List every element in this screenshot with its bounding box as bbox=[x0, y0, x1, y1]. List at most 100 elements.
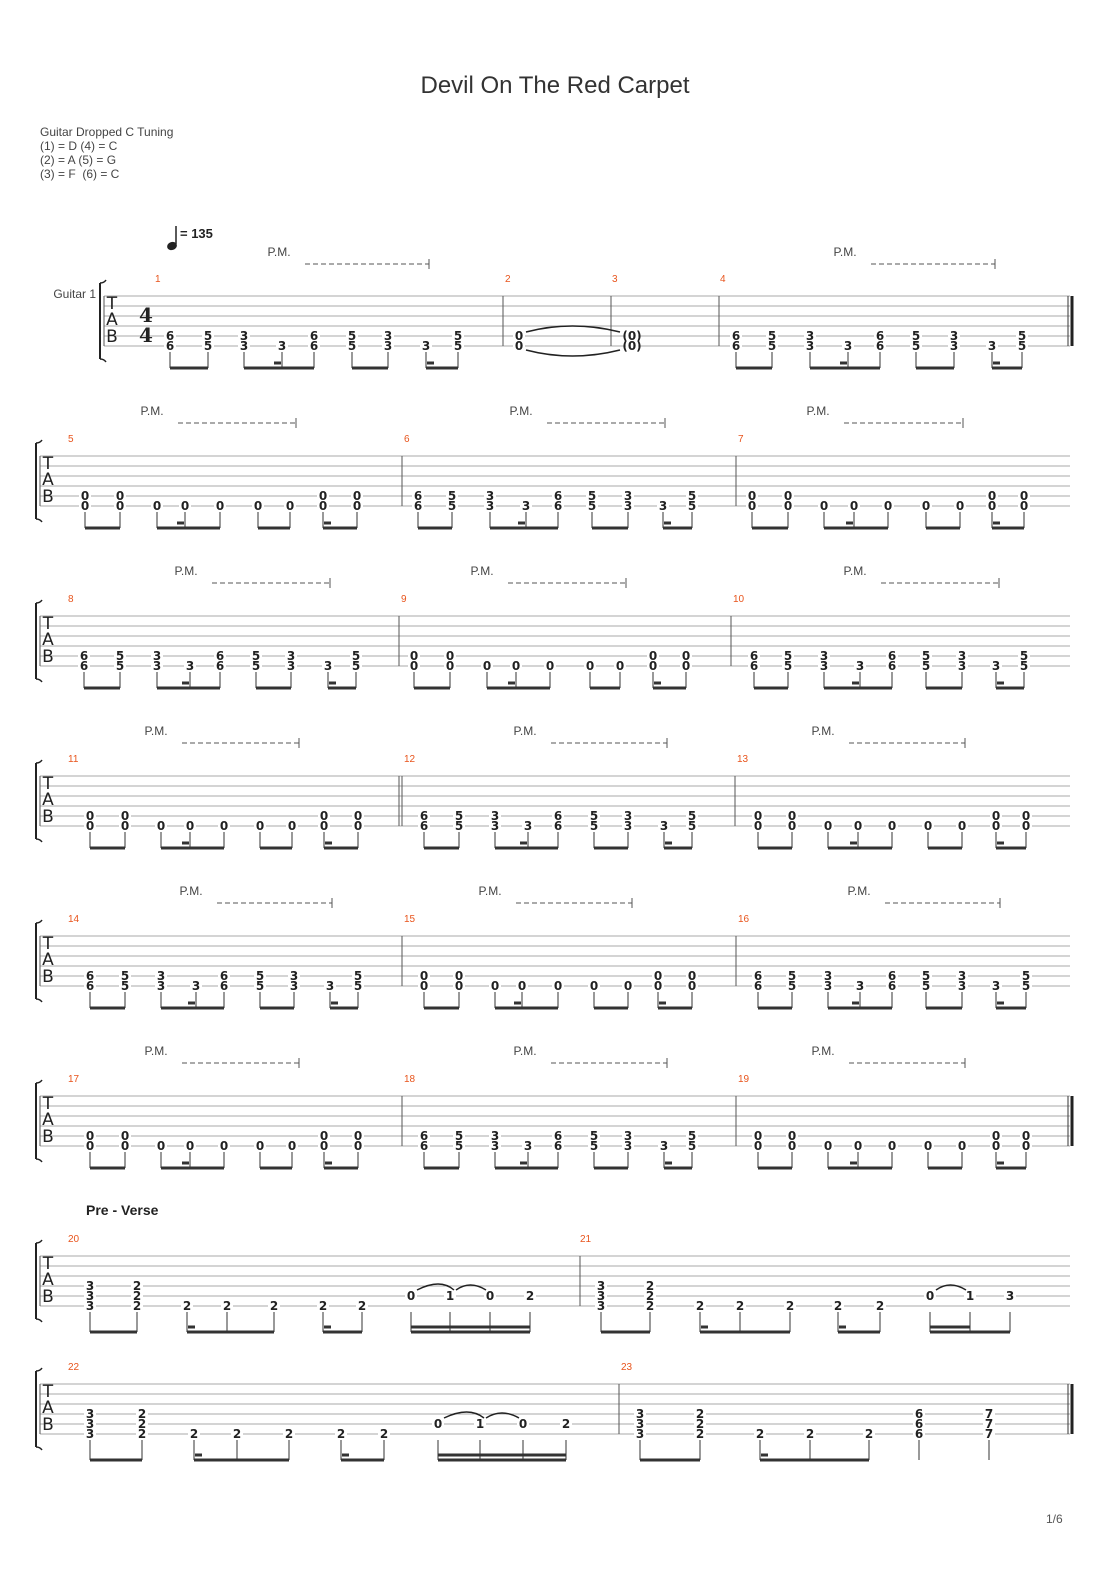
fret-number: 0 bbox=[616, 659, 624, 673]
fret-bg bbox=[286, 820, 298, 832]
fret-bg bbox=[254, 980, 266, 992]
fret-number: 0 bbox=[1022, 809, 1030, 823]
fret-number: 0 bbox=[649, 659, 657, 673]
fret-bg bbox=[510, 660, 522, 672]
fret-number: 0 bbox=[988, 499, 996, 513]
fret-number: 2 bbox=[337, 1427, 345, 1441]
fret-number: 5 bbox=[1022, 979, 1030, 993]
fret-number: 2 bbox=[696, 1299, 704, 1313]
fret-number: 3 bbox=[524, 1139, 532, 1153]
fret-bg bbox=[886, 970, 898, 982]
fret-number: 0 bbox=[86, 819, 94, 833]
fret-number: 0 bbox=[924, 1139, 932, 1153]
fret-bg bbox=[588, 1130, 600, 1142]
fret-number: 0 bbox=[888, 1139, 896, 1153]
time-signature-bottom: 4 bbox=[139, 323, 153, 347]
fret-bg bbox=[1020, 970, 1032, 982]
tab-clef-t: T bbox=[42, 1382, 54, 1402]
fret-bg bbox=[231, 1428, 243, 1440]
fret-bg bbox=[734, 1300, 746, 1312]
fret-number: 0 bbox=[286, 499, 294, 513]
measure-number: 8 bbox=[68, 594, 74, 605]
fret-number: 0 bbox=[153, 499, 161, 513]
fret-number: 0 bbox=[483, 659, 491, 673]
fret-number: 3 bbox=[192, 979, 200, 993]
fret-bg bbox=[752, 820, 764, 832]
fret-bg bbox=[910, 340, 922, 352]
fret-bg bbox=[136, 1408, 148, 1420]
fret-bg bbox=[913, 1418, 925, 1430]
fret-bg bbox=[786, 1130, 798, 1142]
fret-number: 6 bbox=[732, 329, 740, 343]
quarter-note-icon bbox=[167, 241, 177, 251]
fret-number: 0 bbox=[81, 499, 89, 513]
bracket-hook bbox=[35, 678, 43, 683]
measure-number: 21 bbox=[580, 1234, 592, 1245]
palm-mute-label: P.M. bbox=[174, 564, 197, 578]
fret-number: 3 bbox=[524, 819, 532, 833]
fret-bg bbox=[920, 660, 932, 672]
fret-number: 5 bbox=[588, 489, 596, 503]
fret-number: 3 bbox=[636, 1407, 644, 1421]
fret-bg bbox=[131, 1280, 143, 1292]
fret-number: 0 bbox=[320, 1129, 328, 1143]
fret-number: 0 bbox=[958, 819, 966, 833]
tab-clef-a: A bbox=[42, 1110, 54, 1130]
fret-bg bbox=[786, 980, 798, 992]
fret-number: 2 bbox=[696, 1417, 704, 1431]
fret-number: 0 bbox=[116, 489, 124, 503]
tab-clef-t: T bbox=[42, 614, 54, 634]
fret-number: 0 bbox=[788, 809, 796, 823]
fret-bg bbox=[350, 650, 362, 662]
fret-bg bbox=[114, 650, 126, 662]
fret-number: 6 bbox=[216, 659, 224, 673]
tie-arc bbox=[525, 349, 621, 357]
fret-number: 2 bbox=[285, 1427, 293, 1441]
fret-bg bbox=[854, 660, 866, 672]
fret-number: 5 bbox=[688, 809, 696, 823]
fret-number: 6 bbox=[86, 969, 94, 983]
fret-bg bbox=[1016, 340, 1028, 352]
fret-number: (0) bbox=[622, 339, 641, 353]
fret-bg bbox=[964, 1290, 976, 1302]
fret-number: 0 bbox=[220, 1139, 228, 1153]
fret-number: 0 bbox=[410, 659, 418, 673]
fret-bg bbox=[418, 970, 430, 982]
fret-bg bbox=[405, 1290, 417, 1302]
palm-mute-label: P.M. bbox=[833, 245, 856, 259]
fret-bg bbox=[804, 330, 816, 342]
fret-bg bbox=[874, 1300, 886, 1312]
fret-bg bbox=[432, 1418, 444, 1430]
fret-bg bbox=[318, 1130, 330, 1142]
fret-bg bbox=[214, 660, 226, 672]
fret-number: 3 bbox=[660, 819, 668, 833]
fret-bg bbox=[351, 500, 363, 512]
fret-bg bbox=[446, 490, 458, 502]
tuning-line-1: (1) = D (4) = C bbox=[40, 139, 118, 153]
hammer-on-arc bbox=[935, 1284, 967, 1291]
fret-number: 5 bbox=[204, 329, 212, 343]
bracket-hook bbox=[35, 1367, 43, 1372]
fret-bg bbox=[842, 340, 854, 352]
fret-number: 3 bbox=[491, 819, 499, 833]
fret-bg bbox=[552, 820, 564, 832]
fret-number: 3 bbox=[958, 979, 966, 993]
fret-bg bbox=[1020, 1130, 1032, 1142]
fret-number: 3 bbox=[992, 659, 1000, 673]
bracket-hook bbox=[99, 279, 107, 284]
fret-bg bbox=[657, 500, 669, 512]
fret-number: 2 bbox=[834, 1299, 842, 1313]
fret-bg bbox=[990, 1130, 1002, 1142]
tab-clef-b: B bbox=[42, 1415, 54, 1435]
fret-bg bbox=[588, 1140, 600, 1152]
fret-number: 0 bbox=[354, 809, 362, 823]
fret-number: 0 bbox=[688, 979, 696, 993]
tab-clef-a: A bbox=[42, 1270, 54, 1290]
fret-number: 6 bbox=[888, 979, 896, 993]
fret-number: 0 bbox=[754, 1139, 762, 1153]
fret-number: 0 bbox=[824, 1139, 832, 1153]
fret-bg bbox=[658, 820, 670, 832]
fret-bg bbox=[352, 980, 364, 992]
fret-bg bbox=[730, 330, 742, 342]
fret-number: 3 bbox=[820, 649, 828, 663]
